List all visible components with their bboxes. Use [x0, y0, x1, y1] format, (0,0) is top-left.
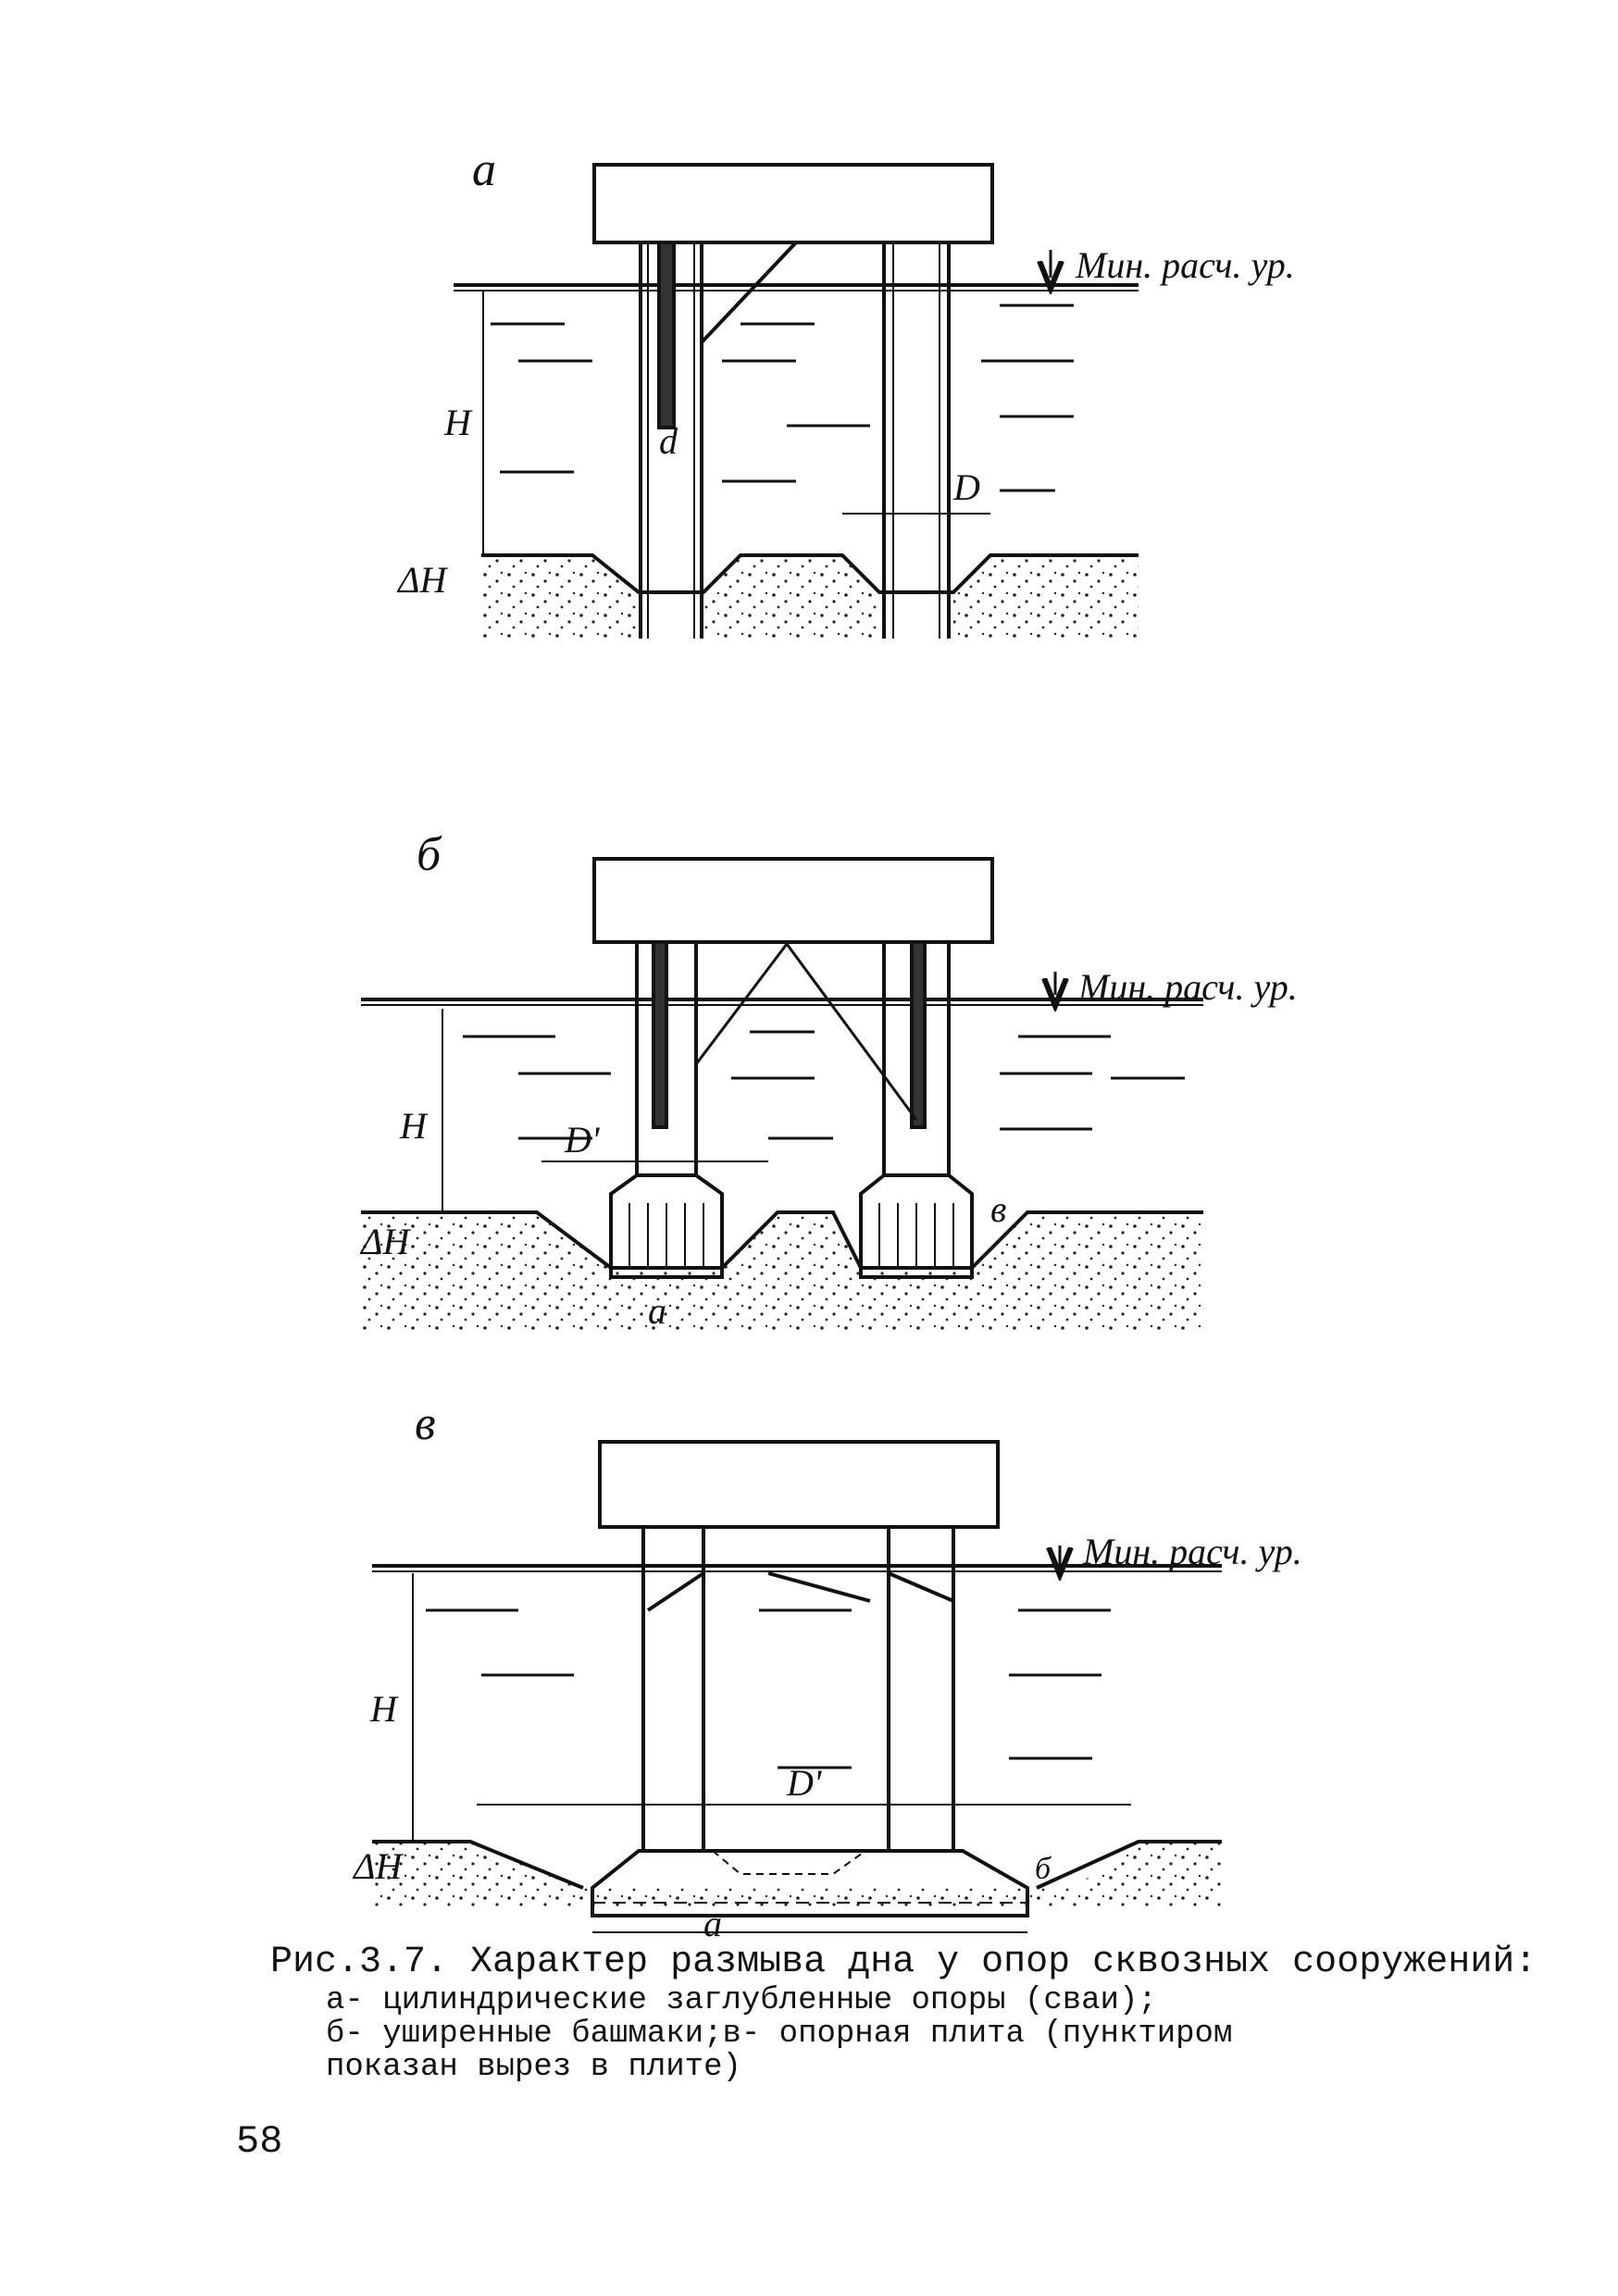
base-slab	[591, 1849, 1029, 1917]
panel-c-depth: H	[369, 1688, 399, 1730]
panel-a: а Мин. расч. ур. H Δ	[396, 143, 1295, 639]
column-left	[635, 940, 698, 1175]
caption-line: а- цилиндрические заглубленные опоры (св…	[326, 1983, 1157, 2018]
deck-slab	[598, 1440, 1000, 1529]
caption-line: б- уширенные башмаки;в- опорная плита (п…	[326, 2017, 1233, 2052]
panel-c-slab-height: б	[1035, 1852, 1052, 1886]
panel-a-label: а	[472, 143, 496, 196]
panel-c-slab-width: а	[703, 1903, 722, 1944]
footing-right	[859, 1173, 974, 1279]
deck-slab	[592, 857, 994, 944]
panel-a-water-level: Мин. расч. ур.	[1075, 244, 1295, 286]
pile-right	[882, 242, 951, 639]
panel-a-depth: H	[443, 402, 473, 443]
panel-c-water-level: Мин. расч. ур.	[1082, 1531, 1302, 1572]
column-left	[641, 1527, 705, 1851]
panel-a-pile-dim: d	[659, 420, 678, 462]
water-hatching	[426, 1608, 1111, 1769]
river-bed	[372, 1842, 1222, 1906]
deck-slab	[592, 163, 994, 244]
panel-a-scour: ΔH	[396, 559, 448, 601]
water-hatching	[491, 304, 1074, 492]
panel-b-scour: ΔH	[359, 1221, 411, 1262]
brace	[700, 241, 798, 344]
panel-b: б	[359, 828, 1298, 1333]
brace	[646, 1571, 954, 1612]
panel-b-water-level: Мин. расч. ур.	[1077, 966, 1298, 1008]
caption-title: Рис.3.7. Характер размыва дна у опор скв…	[270, 1942, 1537, 1983]
river-bed	[361, 1212, 1203, 1333]
water-hatching	[463, 1030, 1185, 1140]
panel-c-label: в	[415, 1397, 436, 1450]
panel-b-depth: H	[399, 1105, 429, 1147]
footing-left	[609, 1173, 724, 1279]
pile-left	[639, 241, 703, 639]
panel-c-scour: ΔH	[352, 1845, 404, 1887]
brace	[694, 941, 918, 1121]
panel-b-width-dim: D'	[564, 1119, 601, 1160]
panel-c: в Мин. расч. ур. H ΔH D' б а	[352, 1397, 1302, 1944]
figure-caption: Рис.3.7. Характер размыва дна у опор скв…	[270, 1942, 1537, 2085]
page-number: 58	[236, 2119, 283, 2164]
panel-b-footing-height: в	[990, 1188, 1006, 1230]
panel-b-footing-width: а	[648, 1290, 666, 1332]
column-right	[882, 940, 951, 1175]
column-right	[887, 1527, 955, 1851]
river-bed	[481, 555, 1139, 639]
panel-b-label: б	[417, 828, 442, 881]
panel-a-width-dim: D	[952, 466, 980, 508]
panel-c-width-dim: D'	[786, 1762, 823, 1804]
caption-line: показан вырез в плите)	[326, 2050, 741, 2085]
